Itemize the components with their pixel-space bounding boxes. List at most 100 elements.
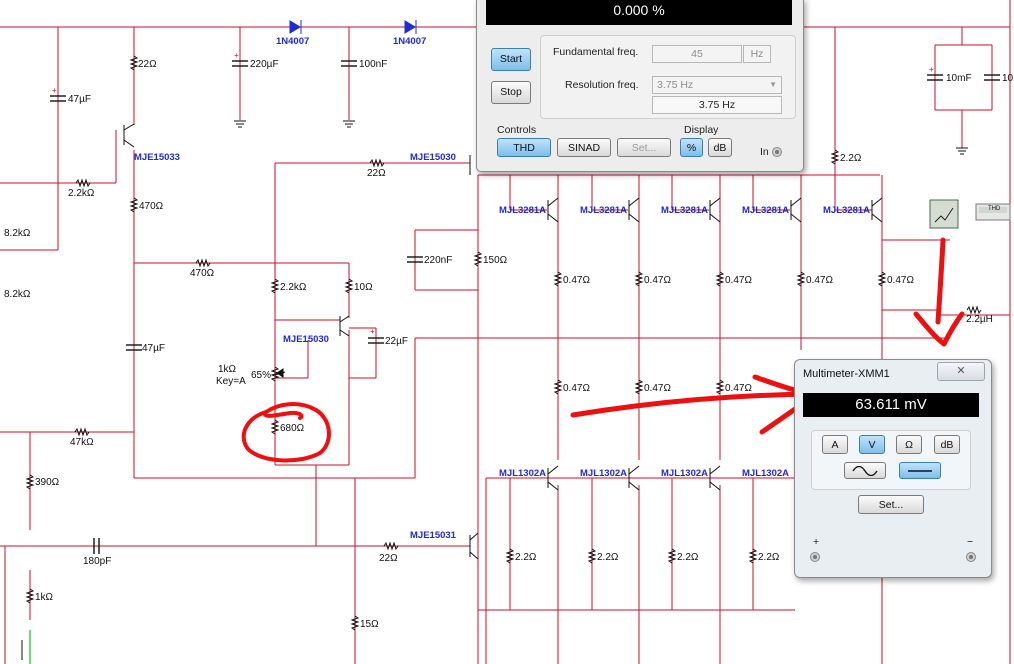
settings-button[interactable]: Set...: [617, 138, 671, 157]
ammeter-mode-button[interactable]: A: [822, 435, 848, 454]
label-r47k: 47kΩ: [70, 437, 94, 448]
dc-line-icon: [908, 470, 932, 472]
multimeter-title: Multimeter-XMM1: [803, 368, 890, 380]
transistor-symbols: [21, 123, 883, 660]
multimeter-settings-button[interactable]: Set...: [858, 495, 924, 514]
potentiometer-wiper: [274, 368, 286, 378]
resolution-frequency-display: 3.75 Hz: [652, 96, 782, 114]
label-mjl3281a-5: MJL3281A: [823, 205, 870, 216]
label-q-mje15030-mid: MJE15030: [283, 334, 329, 345]
percent-display-button[interactable]: %: [680, 138, 703, 157]
label-r390: 390Ω: [35, 477, 60, 488]
svg-text:+: +: [234, 51, 239, 60]
label-r8k2-b: 8.2kΩ: [4, 289, 31, 300]
label-q-mje15031: MJE15031: [410, 530, 456, 541]
label-pot-key: Key=A: [216, 376, 246, 387]
distortion-reading-display: 0.000 %: [486, 0, 792, 25]
label-re-lower-3: 0.47Ω: [725, 383, 752, 394]
label-r22-bot: 22Ω: [379, 553, 398, 564]
label-q-mje15030-top: MJE15030: [410, 152, 456, 163]
label-c10m: 10mF: [946, 73, 972, 84]
label-c220u: 220µF: [250, 59, 279, 70]
label-r2k2-right: 2.2Ω: [840, 153, 862, 164]
label-re-upper-3: 0.47Ω: [725, 275, 752, 286]
controls-label: Controls: [497, 124, 537, 136]
label-c10-cut: 10: [1002, 73, 1014, 84]
capacitor-polarity: + + + +: [52, 51, 934, 336]
display-label: Display: [684, 124, 719, 136]
voltmeter-mode-button[interactable]: V: [859, 435, 885, 454]
ohmmeter-mode-button[interactable]: Ω: [896, 435, 922, 454]
svg-text:+: +: [370, 327, 375, 336]
label-mjl1302a-4: MJL1302A: [742, 468, 789, 479]
label-re-upper-4: 0.47Ω: [806, 275, 833, 286]
label-r470-h: 470Ω: [190, 268, 215, 279]
label-re-upper-1: 0.47Ω: [563, 275, 590, 286]
label-pot-percent: 65%: [251, 370, 272, 381]
resolution-frequency-select-value: 3.75 Hz: [657, 79, 694, 91]
label-c47u-left: 47µF: [68, 94, 91, 105]
thd-instrument-label: THD: [988, 206, 1001, 212]
label-rb-bottom-4: 2.2Ω: [758, 552, 780, 563]
capacitor-symbols: [50, 60, 1000, 554]
decibel-mode-button[interactable]: dB: [934, 435, 960, 454]
fundamental-frequency-unit: Hz: [743, 45, 771, 63]
input-terminal-label: In: [760, 146, 769, 158]
ac-wave-icon: [852, 465, 878, 477]
label-re-lower-2: 0.47Ω: [644, 383, 671, 394]
label-c22u: 22µF: [385, 336, 408, 347]
label-r150: 150Ω: [483, 255, 508, 266]
sinad-mode-button[interactable]: SINAD: [557, 138, 611, 157]
label-re-upper-2: 0.47Ω: [644, 275, 671, 286]
thd-mode-button[interactable]: THD: [497, 138, 551, 157]
label-re-upper-5: 0.47Ω: [887, 275, 914, 286]
positive-terminal[interactable]: [810, 552, 820, 562]
label-c100n: 100nF: [359, 59, 388, 70]
close-icon: ✕: [956, 365, 966, 377]
label-pot: 1kΩ: [218, 364, 237, 375]
chevron-down-icon: ▼: [769, 80, 777, 89]
ac-mode-button[interactable]: [844, 462, 886, 479]
positive-terminal-label: +: [813, 536, 820, 548]
resolution-frequency-label: Resolution freq.: [565, 79, 639, 91]
start-button[interactable]: Start: [491, 48, 531, 71]
db-display-button[interactable]: dB: [708, 138, 732, 157]
label-r2k2-mid: 2.2kΩ: [280, 282, 307, 293]
label-l2u2: 2.2µH: [966, 314, 993, 325]
svg-text:+: +: [52, 86, 57, 95]
svg-text:+: +: [929, 65, 934, 74]
label-rb-bottom-1: 2.2Ω: [515, 552, 537, 563]
label-diode-1: 1N4007: [276, 36, 310, 47]
label-r22-top: 22Ω: [138, 59, 157, 70]
label-r680: 680Ω: [280, 423, 305, 434]
label-mjl1302a-2: MJL1302A: [580, 468, 627, 479]
label-c180p: 180pF: [83, 556, 112, 567]
label-r2k2-left: 2.2kΩ: [68, 188, 95, 199]
multimeter-window: Multimeter-XMM1 ✕ 63.611 mV A V Ω dB Set…: [794, 359, 992, 578]
dc-mode-button[interactable]: [899, 462, 941, 479]
label-r8k2-a: 8.2kΩ: [4, 228, 31, 239]
label-rb-bottom-2: 2.2Ω: [597, 552, 619, 563]
resolution-frequency-select[interactable]: 3.75 Hz ▼: [652, 76, 782, 94]
label-r1k: 1kΩ: [35, 592, 54, 603]
input-terminal[interactable]: [772, 147, 782, 157]
negative-terminal[interactable]: [966, 552, 976, 562]
label-c220n: 220nF: [424, 255, 453, 266]
label-mjl1302a-1: MJL1302A: [499, 468, 546, 479]
label-q-mje15033: MJE15033: [134, 152, 180, 163]
label-r10: 10Ω: [354, 282, 373, 293]
close-button[interactable]: ✕: [937, 362, 985, 381]
negative-terminal-label: −: [967, 536, 974, 548]
label-mjl3281a-1: MJL3281A: [499, 205, 546, 216]
label-r15: 15Ω: [360, 619, 379, 630]
stop-button[interactable]: Stop: [491, 81, 531, 104]
diode-symbols: [289, 20, 417, 34]
label-diode-2: 1N4007: [393, 36, 427, 47]
fundamental-frequency-field[interactable]: 45: [652, 45, 742, 63]
label-mjl3281a-4: MJL3281A: [742, 205, 789, 216]
label-r22-mid: 22Ω: [367, 168, 386, 179]
label-r470-v: 470Ω: [139, 201, 164, 212]
distortion-analyzer-window: 0.000 % Start Stop Fundamental freq. 45 …: [476, 0, 804, 172]
